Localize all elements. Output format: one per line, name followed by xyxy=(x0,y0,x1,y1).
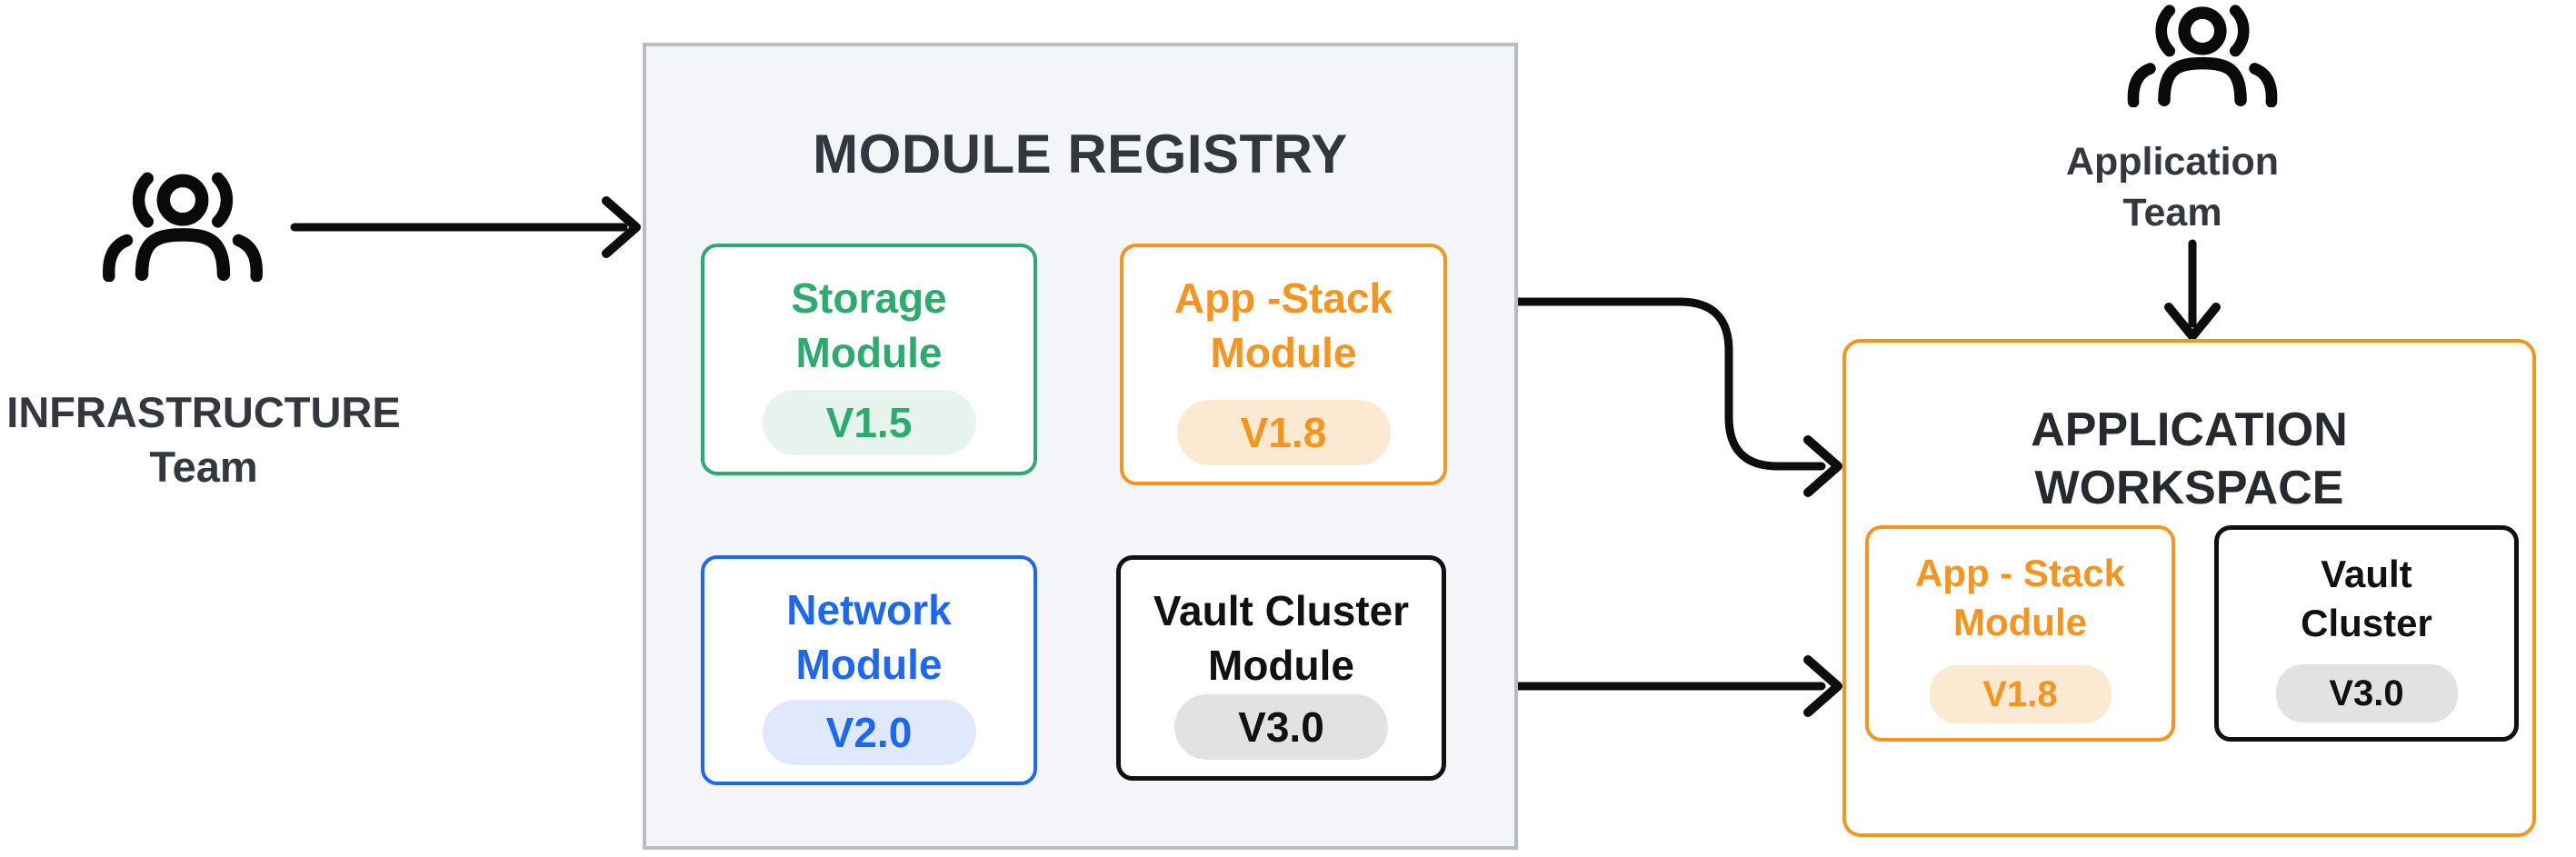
application-team-label: Application Team xyxy=(1991,136,2354,238)
registry-module-vault-cluster: Vault Cluster Module V3.0 xyxy=(1116,555,1446,781)
registry-module-storage: Storage Module V1.5 xyxy=(701,244,1037,475)
module-name: App -Stack Module xyxy=(1173,274,1393,376)
workspace-module-vault-cluster: Vault Cluster V3.0 xyxy=(2214,525,2519,742)
workspace-title-line1: APPLICATION xyxy=(2031,404,2348,456)
appteam-to-workspace-arrow xyxy=(2164,239,2221,341)
module-name: App - Stack Module xyxy=(1914,552,2126,643)
vault-to-workspace-arrow xyxy=(1489,655,1842,717)
application-team-line2: Team xyxy=(2122,191,2222,234)
infrastructure-team-line2: Team xyxy=(149,443,258,491)
module-name: Vault Cluster Module xyxy=(1153,587,1410,689)
workspace-module-app-stack: App - Stack Module V1.8 xyxy=(1865,525,2175,742)
application-team-line1: Application xyxy=(2065,140,2280,184)
workspace-title-line2: WORKSPACE xyxy=(2034,462,2344,514)
module-name: Storage Module xyxy=(791,274,947,376)
version-badge: V1.8 xyxy=(1176,400,1391,465)
registry-module-network: Network Module V2.0 xyxy=(701,555,1037,785)
module-name: Network Module xyxy=(786,586,952,688)
module-name: Vault Cluster xyxy=(2301,553,2432,644)
version-badge: V3.0 xyxy=(1174,694,1388,760)
version-badge: V1.5 xyxy=(762,390,976,455)
infrastructure-team-label: INFRASTRUCTURE Team xyxy=(0,385,407,494)
version-badge: V1.8 xyxy=(1929,665,2112,723)
version-badge: V3.0 xyxy=(2275,664,2458,722)
infrastructure-team-icon xyxy=(103,172,263,282)
application-team-icon xyxy=(2127,5,2278,107)
infrastructure-team-line1: INFRASTRUCTURE xyxy=(6,388,401,436)
module-registry-title: MODULE REGISTRY xyxy=(813,124,1348,184)
application-workspace-box: APPLICATION WORKSPACE xyxy=(1842,339,2536,837)
appstack-to-workspace-arrow xyxy=(1480,297,1842,497)
infra-to-registry-arrow xyxy=(290,196,641,258)
registry-module-app-stack: App -Stack Module V1.8 xyxy=(1120,244,1447,485)
application-workspace-title: APPLICATION WORKSPACE xyxy=(1846,401,2532,517)
version-badge: V2.0 xyxy=(762,700,976,765)
